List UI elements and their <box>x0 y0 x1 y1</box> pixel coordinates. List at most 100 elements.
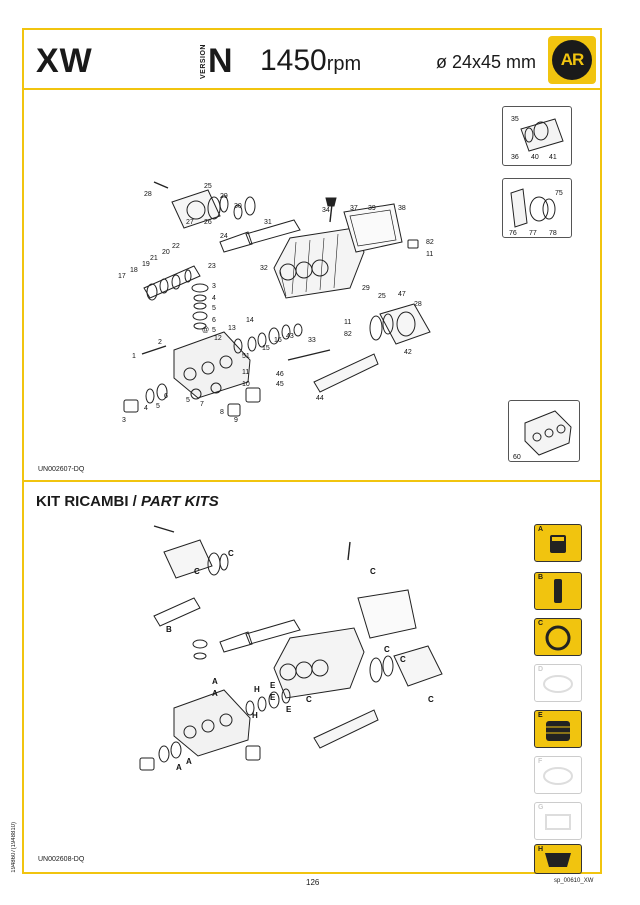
svg-text:35: 35 <box>511 116 519 123</box>
version-label: VERSION <box>200 44 207 80</box>
callout-label: 19 <box>142 261 150 268</box>
kit-letter: C <box>306 695 312 704</box>
kit-g-icon <box>545 814 571 830</box>
model-name: XW <box>36 42 93 80</box>
kit-letter: A <box>176 763 182 772</box>
page-frame: XW VERSION N 1450rpm ø 24x45 mm AR <box>22 28 602 874</box>
callout-label: 18 <box>130 267 138 274</box>
inset-manifold: 60 <box>508 400 580 462</box>
callout-label: 21 <box>150 255 158 262</box>
svg-text:75: 75 <box>555 190 563 197</box>
callout-label: 45 <box>276 381 284 388</box>
callout-label: 9 <box>234 417 238 424</box>
inset-bearing-kit: 75 76 77 78 <box>502 178 572 238</box>
callout-label: 8 <box>220 409 224 416</box>
svg-text:77: 77 <box>529 230 537 237</box>
kit-letter: A <box>212 677 218 686</box>
svg-text:78: 78 <box>549 230 557 237</box>
kit-box-f: F <box>534 756 582 794</box>
callout-label: 25 <box>378 293 386 300</box>
callout-label: 11 <box>242 369 249 376</box>
callout-label: 47 <box>398 291 406 298</box>
callout-label: 26 <box>204 219 212 226</box>
callout-label: 29 <box>362 285 370 292</box>
callout-label: 22 <box>172 243 180 250</box>
drawing-code-lower: UN002608-DQ <box>38 856 85 863</box>
callout-label: 2 <box>158 339 162 346</box>
callout-label: 28 <box>144 191 152 198</box>
kit-a-icon <box>550 535 566 553</box>
header-bar: XW VERSION N 1450rpm ø 24x45 mm AR <box>24 30 600 90</box>
callout-label: 13 <box>228 325 236 332</box>
svg-text:60: 60 <box>513 454 521 461</box>
ar-logo-text: AR <box>552 40 592 80</box>
svg-text:40: 40 <box>531 154 539 161</box>
kit-box-e: E <box>534 710 582 748</box>
callout-label: 24 <box>220 233 228 240</box>
kit-box-a: A <box>534 524 582 562</box>
document-side-code: 1948607(1948810) <box>11 822 17 873</box>
kit-letter: E <box>286 705 292 714</box>
callout-label: 15 <box>262 345 270 352</box>
callout-label: 5 <box>212 327 216 334</box>
callout-label: 29 <box>220 193 228 200</box>
kit-box-d: D <box>534 664 582 702</box>
callout-label: 33 <box>308 337 316 344</box>
kit-letter: C <box>194 567 200 576</box>
kit-h-icon <box>545 853 571 867</box>
kit-f-icon <box>543 767 573 785</box>
callout-label: 14 <box>246 317 254 324</box>
callout-label: 30 <box>234 203 242 210</box>
callout-label: 6 <box>164 393 168 400</box>
callout-label: 5 <box>186 397 190 404</box>
part-kits-section: KIT RICAMBI / PART KITS <box>24 484 600 874</box>
callout-label: 6 <box>212 317 216 324</box>
callout-label: 17 <box>118 273 126 280</box>
callout-label: 82 <box>344 331 352 338</box>
part-kits-title: KIT RICAMBI / PART KITS <box>36 493 219 510</box>
callout-label: 34 <box>322 207 330 214</box>
callout-label: 3 <box>122 417 126 424</box>
kit-c-icon <box>545 625 571 651</box>
callout-label: 11 <box>344 319 351 326</box>
callout-label: 3 <box>212 283 216 290</box>
callout-label: 4 <box>212 295 216 302</box>
callout-label: 23 <box>208 263 216 270</box>
callout-label: 39 <box>368 205 376 212</box>
callout-label: 20 <box>162 249 170 256</box>
callout-label: 46 <box>276 371 284 378</box>
rpm-value: 1450rpm <box>260 44 362 77</box>
kit-box-b: B <box>534 572 582 610</box>
callout-label: 25 <box>204 183 212 190</box>
kit-letter: B <box>166 625 172 634</box>
callout-label: @ <box>202 327 209 334</box>
callout-label: 5 <box>156 403 160 410</box>
svg-text:36: 36 <box>511 154 519 161</box>
callout-label: 27 <box>186 219 194 226</box>
kit-letter: C <box>384 645 390 654</box>
callout-label: 37 <box>350 205 358 212</box>
callout-label: 38 <box>398 205 406 212</box>
callout-label: 44 <box>316 395 324 402</box>
ar-logo: AR <box>548 36 596 84</box>
kit-b-icon <box>554 579 562 603</box>
page-number: 126 <box>306 878 320 887</box>
kit-letter: C <box>228 549 234 558</box>
svg-text:76: 76 <box>509 230 517 237</box>
version-letter: N <box>208 42 233 80</box>
kit-letter: E <box>270 681 276 690</box>
callout-label: 16 <box>274 337 282 344</box>
kit-letter: H <box>254 685 260 694</box>
callout-label: 51 <box>242 353 250 360</box>
callout-label: 28 <box>414 301 422 308</box>
callout-label: 42 <box>404 349 412 356</box>
kit-letter: E <box>270 693 276 702</box>
kit-d-icon <box>543 675 573 693</box>
callout-label: 10 <box>242 381 250 388</box>
callout-label: 43 <box>286 333 294 340</box>
